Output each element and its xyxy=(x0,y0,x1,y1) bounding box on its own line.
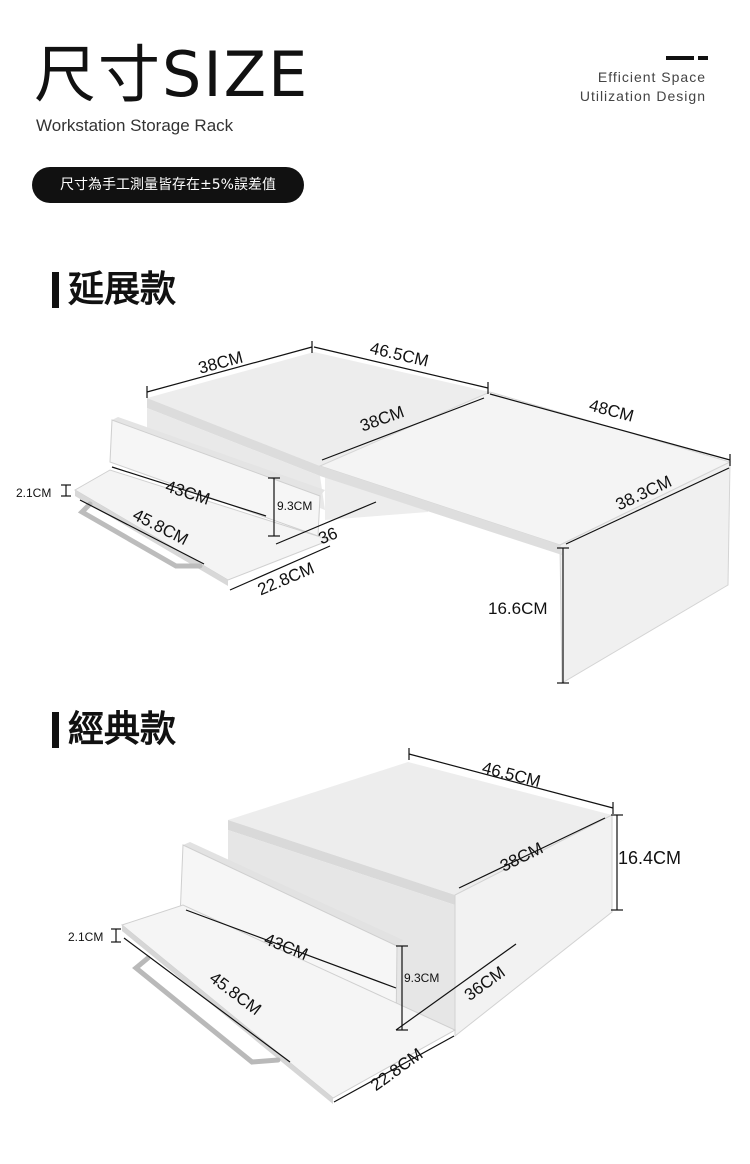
tagline-line-1: Efficient Space xyxy=(597,69,706,85)
dim-right-width: 48CM xyxy=(587,396,636,426)
classic-rack-illustration: 46.5CM 38CM 16.4CM 43CM 9.3CM 45.8CM 2.1… xyxy=(68,748,681,1104)
section-extended-label: 延展款 xyxy=(68,269,177,310)
extended-rack-illustration: 38CM 46.5CM 38CM 48CM 38.3CM 16.6CM 43CM… xyxy=(16,339,732,684)
section-marker xyxy=(52,712,59,748)
dim-tray-thickness: 2.1CM xyxy=(68,930,103,944)
tagline-line-2: Utilization Design xyxy=(579,88,706,104)
dim-tray-thickness: 2.1CM xyxy=(16,486,51,500)
tolerance-notice: 尺寸為手工測量皆存在±5%誤差值 xyxy=(32,167,304,203)
accent-dash xyxy=(666,56,708,60)
page-subtitle: Workstation Storage Rack xyxy=(36,116,234,135)
dim-height: 16.4CM xyxy=(618,848,681,868)
dim-overall-top: 46.5CM xyxy=(368,339,430,371)
page-title: 尺寸SIZE xyxy=(34,38,310,111)
dim-height: 16.6CM xyxy=(488,599,548,618)
section-marker xyxy=(52,272,59,308)
dim-drawer-height: 9.3CM xyxy=(404,971,439,985)
dim-drawer-height: 9.3CM xyxy=(277,499,312,513)
section-classic-label: 經典款 xyxy=(68,709,177,750)
